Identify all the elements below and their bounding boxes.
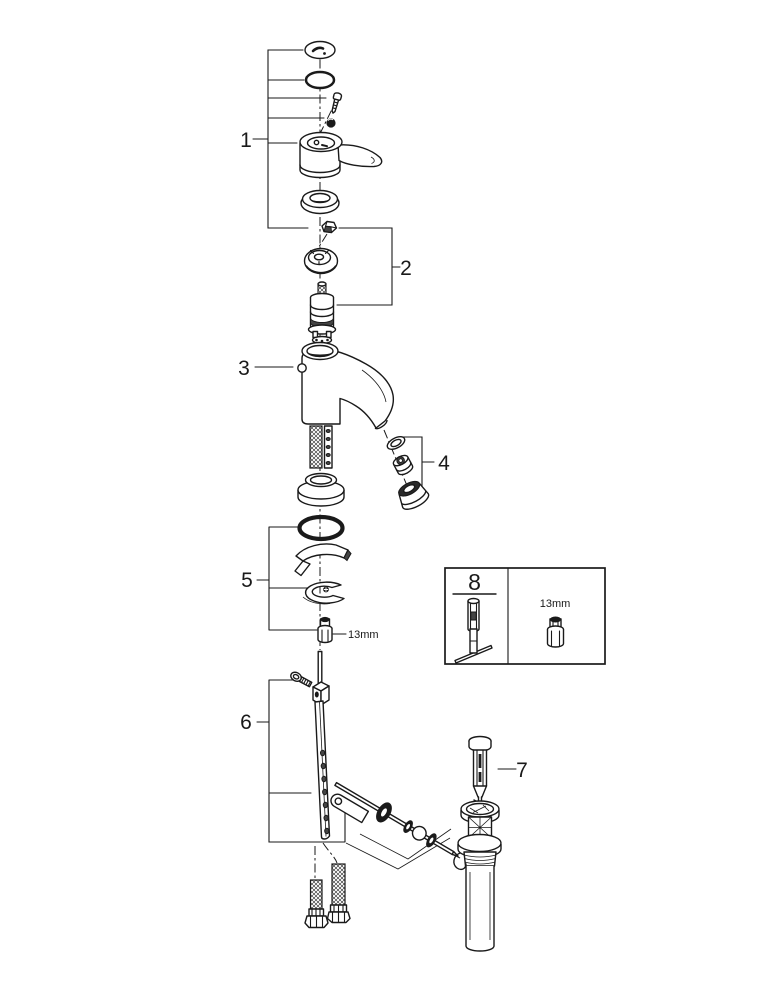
callout-7: 7 bbox=[516, 759, 528, 782]
part6-pull-rod-top bbox=[317, 650, 323, 688]
callout-1: 1 bbox=[240, 129, 252, 152]
part2-retainer-nut bbox=[321, 220, 338, 234]
callout-8: 8 bbox=[468, 569, 481, 595]
part8-socket-tool bbox=[454, 597, 493, 664]
part3-faucet-body bbox=[297, 341, 395, 430]
part6-rod-clamp bbox=[312, 681, 330, 706]
kit-box-nut-size-label: 13mm bbox=[540, 598, 571, 610]
callout-labels: 1 2 3 4 5 6 7 8 13mm 13mm bbox=[238, 129, 570, 782]
callout-3: 3 bbox=[238, 357, 250, 380]
part3-threaded-shank bbox=[309, 425, 333, 469]
part7-drain-assembly bbox=[453, 735, 502, 952]
part4-aerator-washer bbox=[386, 436, 406, 450]
pullrod-nut-size-label: 13mm bbox=[348, 629, 379, 641]
part1-lever-handle bbox=[299, 131, 383, 179]
part5-pullrod-nut bbox=[317, 616, 333, 644]
part4-aerator-shell bbox=[398, 480, 430, 510]
part1-screw-plug bbox=[326, 118, 336, 128]
part6-pull-rod-strap bbox=[314, 700, 331, 840]
part1-o-ring bbox=[304, 70, 336, 90]
part5-o-ring bbox=[297, 514, 345, 542]
part2-dome-ring bbox=[303, 247, 339, 275]
part4-aerator-insert bbox=[392, 454, 414, 476]
part8-13mm-nut bbox=[546, 616, 565, 648]
callout-4: 4 bbox=[438, 452, 450, 475]
supply-hose-left bbox=[304, 879, 329, 929]
part6-thumbscrew bbox=[290, 671, 313, 688]
supply-hose-right bbox=[326, 863, 351, 924]
part5-horseshoe-plate bbox=[302, 581, 345, 605]
callout-brackets bbox=[252, 49, 517, 843]
callout-6: 6 bbox=[240, 711, 252, 734]
part2-cartridge bbox=[307, 281, 337, 345]
part1-escutcheon-ring bbox=[300, 189, 340, 215]
part1-handle-screw bbox=[331, 92, 343, 114]
part6-pivot-rod-assembly bbox=[330, 781, 459, 857]
part1-handle-cap bbox=[304, 40, 336, 60]
mounting-plane-lines bbox=[345, 828, 452, 870]
part3-base-escutcheon bbox=[297, 472, 345, 507]
part8-kit-box bbox=[444, 567, 606, 665]
callout-5: 5 bbox=[241, 569, 253, 592]
part5-wedge-gasket bbox=[294, 543, 352, 577]
callout-2: 2 bbox=[400, 257, 412, 280]
